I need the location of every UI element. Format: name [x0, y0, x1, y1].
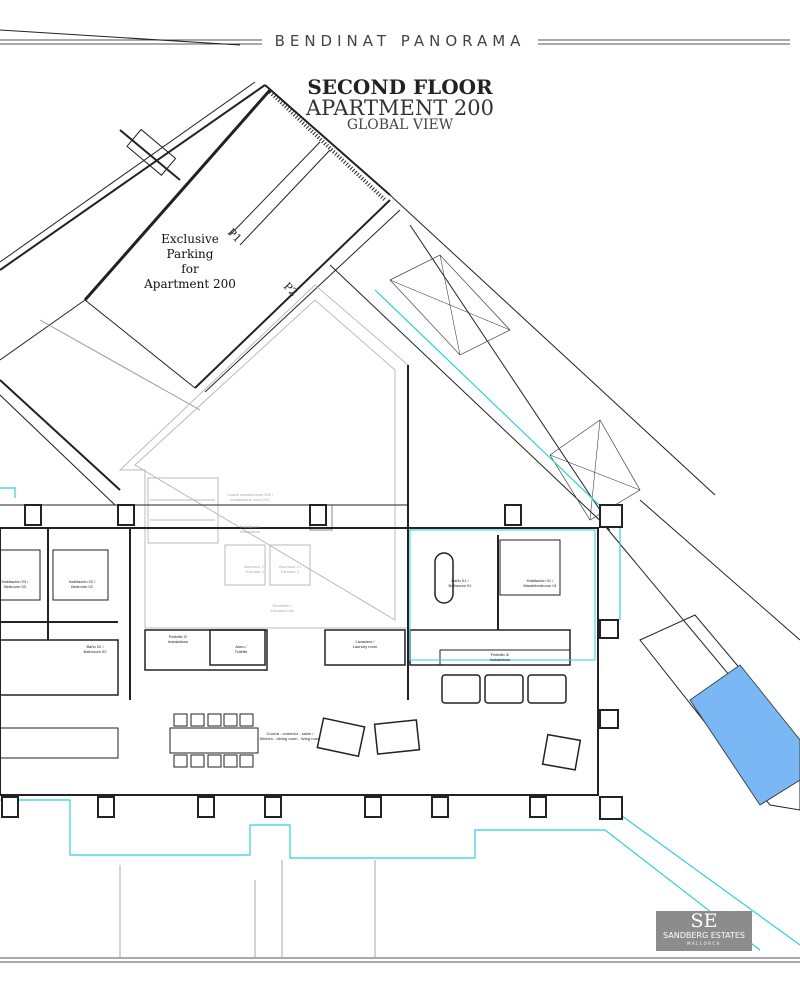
- label-patio2: Patinillo 2/: [169, 634, 188, 639]
- parking-line: Apartment 200: [144, 277, 236, 291]
- logo-location: MALLORCA: [687, 941, 721, 946]
- sandberg-estates-logo: SE SANDBERG ESTATES MALLORCA: [656, 911, 752, 951]
- floor-title: SECOND FLOOR: [307, 75, 493, 99]
- label-bedroom3-en: Bedroom 03: [4, 584, 27, 589]
- furniture: [0, 539, 582, 771]
- label-bathroom2-en: Bathroom 02: [84, 649, 108, 654]
- label-bedroom3: Habitación 03 /: [2, 579, 30, 584]
- logo-initials: SE: [690, 910, 718, 932]
- label-toilet: Aseo /: [235, 644, 247, 649]
- apartment-walls: [0, 365, 599, 796]
- label-toilet-en: Toilette: [235, 649, 248, 654]
- label-bedroom2: Habitación 02 /: [69, 579, 97, 584]
- parking-structure: [0, 29, 401, 506]
- label-installations-en: Installations room 200: [230, 497, 270, 502]
- label-bathroom2: Baño 02 /: [86, 644, 104, 649]
- parking-line: Parking: [166, 247, 214, 261]
- label-bathroom1-en: Bathroom 01: [449, 583, 473, 588]
- label-living: Cocina - comedor - salón /: [267, 731, 315, 736]
- label-laundry: Lavadero /: [356, 639, 376, 644]
- label-laundry-en: Laundry room: [353, 644, 378, 649]
- logo-name: SANDBERG ESTATES: [663, 931, 745, 940]
- label-bedroom2-en: Bedroom 02: [71, 584, 94, 589]
- label-bedroom1: Habitación 01 /: [527, 578, 555, 583]
- label-living-en: Kitchen - dining room - living room: [260, 736, 321, 741]
- label-patio-el-en: Instalations: [240, 529, 260, 534]
- footer-rules: [0, 860, 800, 963]
- glazing-line: [0, 289, 800, 951]
- parking-label: Exclusive Parking for Apartment 200: [130, 232, 250, 292]
- room-labels: Habitación 03 / Bedroom 03 Habitación 02…: [2, 226, 558, 741]
- label-installations: Cuarto instalaciones 200 /: [227, 492, 274, 497]
- parking-spot-p2: P2: [281, 280, 300, 299]
- stair-band: [329, 194, 800, 761]
- label-elevator1-en: Elevator 1: [246, 569, 265, 574]
- parking-line: Exclusive: [161, 232, 219, 246]
- apartment-title: APARTMENT 200: [306, 96, 494, 120]
- label-elevator2: Ascensor 2 /: [279, 564, 302, 569]
- label-patio3-en: Instalations: [490, 657, 510, 662]
- label-entrance-en: Entrance hall: [270, 608, 293, 613]
- parking-line: for: [181, 262, 199, 276]
- label-patio-el: Patinillo el /: [240, 524, 261, 529]
- label-bedroom1-en: Masterbedroom 01: [523, 583, 557, 588]
- label-patio2-en: Instalations: [168, 639, 188, 644]
- label-elevator1: Ascensor 1 /: [244, 564, 267, 569]
- project-brand: BENDINAT PANORAMA: [274, 32, 526, 50]
- pool: [639, 614, 800, 811]
- label-bathroom1: Baño 01 /: [451, 578, 469, 583]
- label-entrance: Recibidor /: [272, 603, 292, 608]
- view-title: GLOBAL VIEW: [346, 117, 454, 133]
- columns: [1, 504, 623, 820]
- label-elevator2-en: Elevator 2: [281, 569, 300, 574]
- label-patio3: Patinillo 3/: [491, 652, 510, 657]
